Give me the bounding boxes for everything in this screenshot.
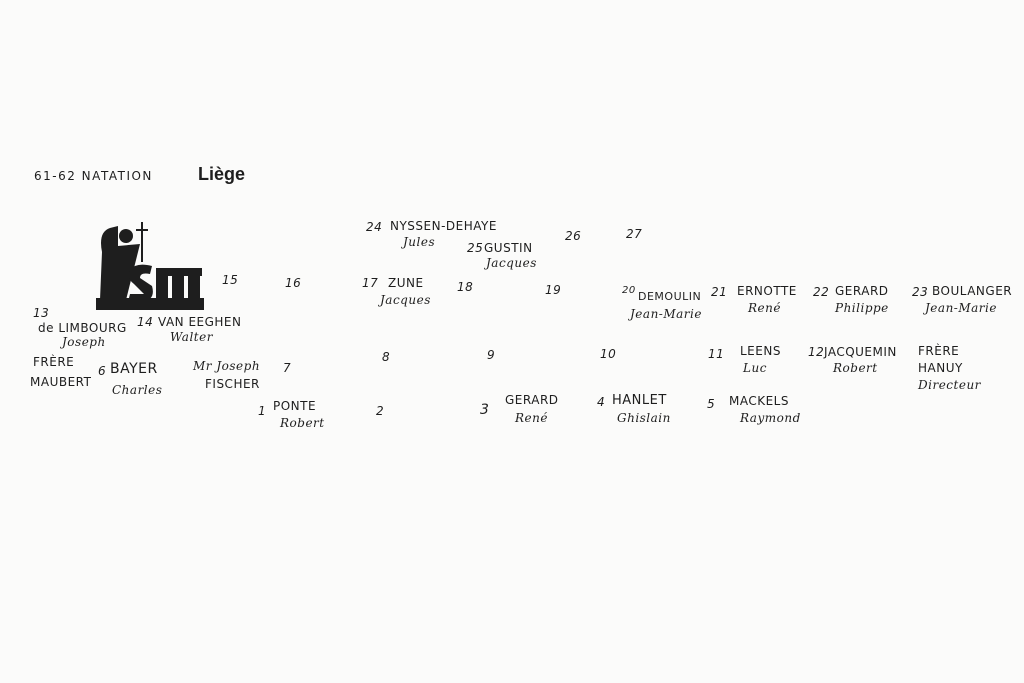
place-number: 22 [813, 285, 830, 299]
person-firstname: Walter [170, 330, 213, 344]
place-number: 24 [366, 220, 383, 234]
person-firstname: Robert [280, 416, 325, 430]
person-surname: MACKELS [729, 394, 789, 408]
place-number: 3 [480, 402, 490, 418]
person-title: FRÈRE [918, 344, 960, 358]
person-surname: VAN EEGHEN [158, 315, 242, 329]
city-label: Liège [198, 164, 246, 184]
person-surname: GERARD [505, 393, 559, 407]
place-number: 15 [222, 273, 239, 287]
place-number: 19 [545, 283, 562, 297]
place-number: 7 [283, 361, 292, 375]
place-number: 21 [711, 285, 728, 299]
person-firstname: Charles [112, 383, 163, 397]
person-title: FRÈRE [33, 355, 75, 369]
place-number: 25 [467, 241, 484, 255]
person-firstname: René [748, 301, 781, 315]
person-surname: BOULANGER [932, 284, 1013, 298]
place-number: 13 [33, 306, 50, 320]
place-number: 8 [382, 350, 391, 364]
person-surname: ERNOTTE [737, 284, 797, 298]
person-surname: FISCHER [205, 377, 260, 391]
person-surname: MAUBERT [30, 375, 92, 389]
person-firstname: Jean-Marie [630, 307, 702, 321]
person-surname: BAYER [110, 361, 158, 377]
place-number: 18 [457, 280, 474, 294]
person-surname: PONTE [273, 399, 317, 413]
place-number: 20 [622, 285, 636, 296]
place-number: 1 [258, 404, 267, 418]
person-surname: NYSSEN-DEHAYE [390, 219, 497, 233]
place-number: 12 [808, 345, 825, 359]
person-firstname: Jean-Marie [925, 301, 997, 315]
person-surname: de LIMBOURG [38, 321, 127, 335]
place-number: 17 [362, 276, 379, 290]
person-surname: LEENS [740, 344, 781, 358]
place-number: 9 [487, 348, 496, 362]
place-number: 23 [912, 285, 929, 299]
place-number: 14 [137, 315, 154, 329]
person-firstname: Jules [403, 235, 436, 249]
person-surname: HANLET [612, 393, 667, 408]
person-firstname: Joseph [62, 335, 106, 349]
person-surname: HANUY [918, 361, 963, 375]
person-firstname: Ghislain [617, 411, 671, 425]
place-number: 6 [98, 364, 107, 378]
person-role: Directeur [918, 378, 981, 392]
place-number: 5 [707, 397, 716, 411]
place-number: 10 [600, 347, 617, 361]
person-surname: DEMOULIN [638, 290, 702, 303]
place-number: 11 [708, 347, 725, 361]
person-surname: GERARD [835, 284, 889, 298]
ism-logo [96, 222, 204, 310]
person-firstname: Luc [743, 361, 767, 375]
person-surname: ZUNE [388, 276, 424, 290]
person-firstname: Philippe [835, 301, 889, 315]
place-number: 27 [626, 227, 643, 241]
person-firstname: René [515, 411, 548, 425]
place-number: 2 [376, 404, 385, 418]
person-title: Mr Joseph [193, 359, 261, 373]
document-title: 61-62 NATATION [34, 169, 153, 183]
person-firstname: Jacques [380, 293, 431, 307]
person-firstname: Raymond [740, 411, 801, 425]
place-number: 4 [597, 395, 606, 409]
place-number: 16 [285, 276, 302, 290]
person-firstname: Jacques [486, 256, 537, 270]
person-surname: JACQUEMIN [824, 345, 897, 359]
person-surname: GUSTIN [484, 241, 533, 255]
place-number: 26 [565, 229, 582, 243]
person-firstname: Robert [833, 361, 878, 375]
